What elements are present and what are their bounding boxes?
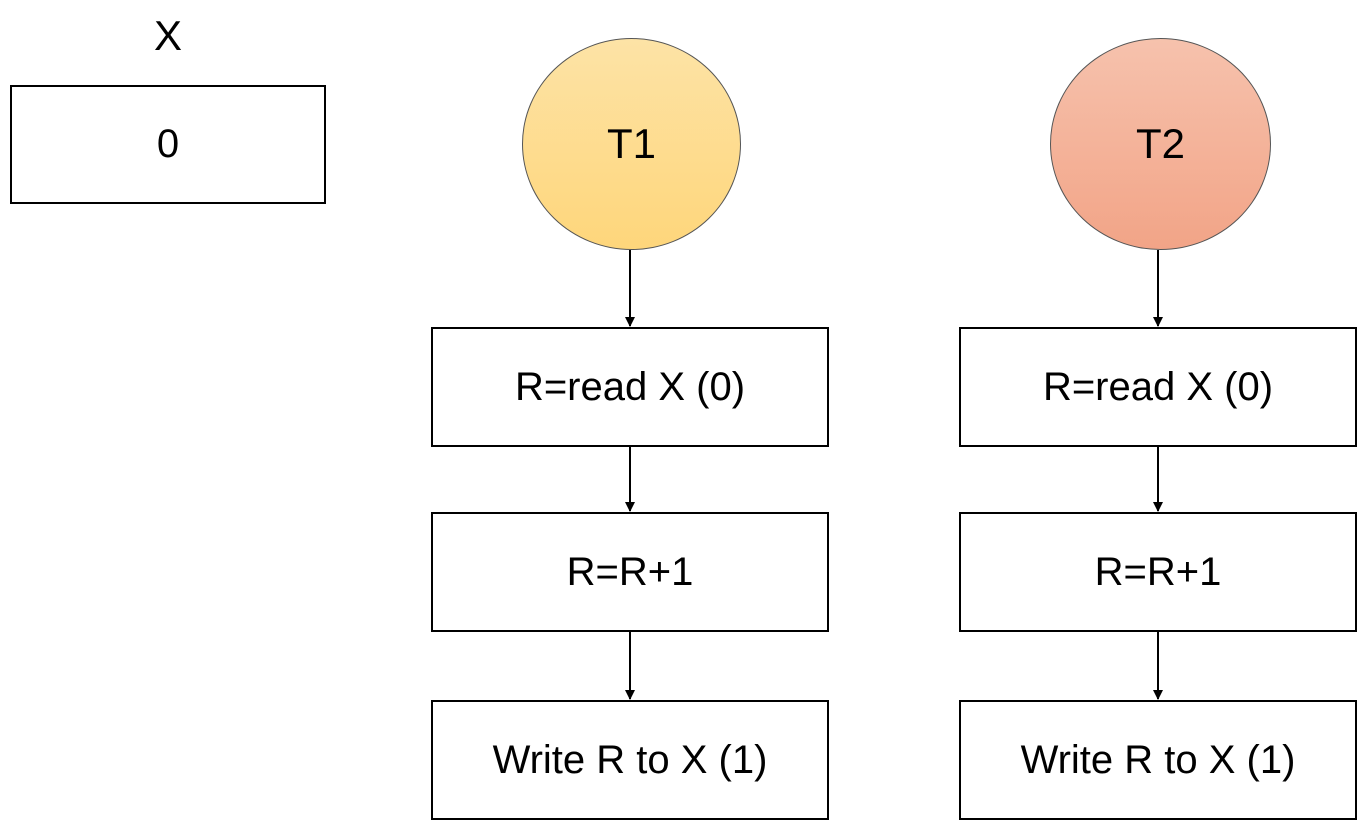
t1-step-read-label: R=read X (0) [514, 364, 746, 409]
transaction-t2-node: T2 [1050, 38, 1271, 250]
t2-step-write: Write R to X (1) [959, 700, 1357, 820]
variable-name-label: X [153, 12, 182, 59]
t1-step-read: R=read X (0) [431, 327, 829, 447]
t2-step-read: R=read X (0) [959, 327, 1357, 447]
t1-step-write-label: Write R to X (1) [492, 737, 768, 782]
transaction-t2-label: T2 [1135, 120, 1185, 167]
t2-step-increment-label: R=R+1 [1094, 549, 1222, 594]
t1-step-write: Write R to X (1) [431, 700, 829, 820]
t1-step-increment-label: R=R+1 [566, 549, 694, 594]
transaction-t1-node: T1 [522, 38, 741, 250]
variable-value: 0 [156, 122, 180, 166]
t2-step-write-label: Write R to X (1) [1020, 737, 1296, 782]
t2-step-read-label: R=read X (0) [1042, 364, 1274, 409]
transaction-t1-label: T1 [606, 120, 656, 167]
t2-step-increment: R=R+1 [959, 512, 1357, 632]
variable-value-box: 0 [10, 85, 326, 204]
t1-step-increment: R=R+1 [431, 512, 829, 632]
